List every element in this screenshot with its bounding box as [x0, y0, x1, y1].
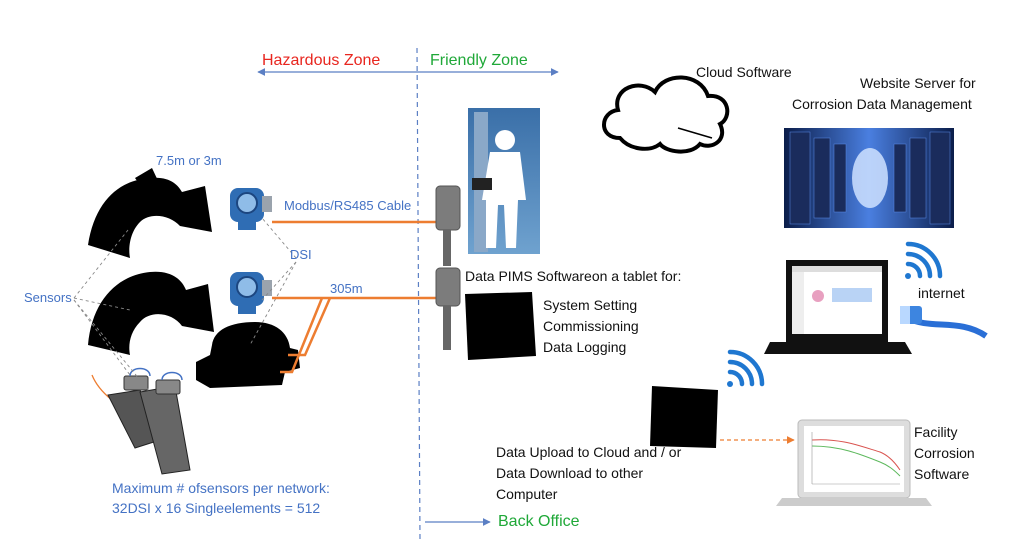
dsi-unit-bottom — [196, 322, 300, 388]
facility-line3: Software — [914, 466, 970, 482]
laptop-facility — [776, 419, 932, 506]
tablet-feature-3: Data Logging — [543, 339, 627, 355]
internet-label: internet — [918, 285, 965, 301]
junction-box-top — [435, 185, 461, 266]
tablet-feature-2: Commissioning — [543, 318, 639, 334]
upload-line3: Computer — [496, 486, 558, 502]
network-max-line1: Maximum # ofsensors per network: — [112, 480, 330, 496]
wifi-icon-bottom — [727, 349, 765, 387]
transmitter-middle — [230, 272, 272, 314]
tablet-title: Data PIMS Softwareon a tablet for: — [465, 268, 682, 284]
modbus-cable-label: Modbus/RS485 Cable — [284, 198, 412, 213]
tablet-device — [465, 292, 536, 360]
transmitter-top — [230, 188, 272, 230]
server-room-image — [784, 128, 954, 228]
sensor-probe-middle — [88, 271, 214, 355]
worker-photo — [468, 108, 540, 254]
zone-divider — [416, 47, 421, 541]
cloud-software-label: Cloud Software — [696, 64, 792, 80]
server-label-line2: Corrosion Data Management — [792, 96, 972, 112]
junction-box-bottom — [435, 267, 461, 350]
network-max-line2: 32DSI x 16 Singleelements = 512 — [112, 500, 321, 516]
sensor-length-label: 7.5m or 3m — [156, 153, 222, 168]
leader-lines — [73, 217, 297, 393]
wifi-icon-top — [905, 241, 943, 279]
tablet-feature-1: System Setting — [543, 297, 638, 313]
orange-cables — [272, 220, 436, 374]
sensor-pads — [91, 367, 191, 475]
hazardous-zone-label: Hazardous Zone — [262, 52, 381, 69]
upload-line2: Data Download to other — [496, 465, 644, 481]
friendly-zone-label: Friendly Zone — [430, 52, 528, 69]
back-office-label: Back Office — [498, 513, 580, 530]
cable-length-label: 305m — [330, 281, 363, 296]
facility-line1: Facility — [914, 424, 958, 440]
sensor-probe-top — [88, 168, 212, 258]
sensors-label: Sensors — [24, 290, 72, 305]
dsi-label: DSI — [290, 247, 312, 262]
handheld-tablet — [650, 386, 718, 448]
ethernet-cable — [900, 306, 988, 339]
server-label-line1: Website Server for — [860, 75, 976, 91]
cloud-shape — [602, 75, 730, 154]
laptop-internet — [764, 260, 912, 354]
upload-line1: Data Upload to Cloud and / or — [496, 444, 682, 460]
facility-line2: Corrosion — [914, 445, 975, 461]
